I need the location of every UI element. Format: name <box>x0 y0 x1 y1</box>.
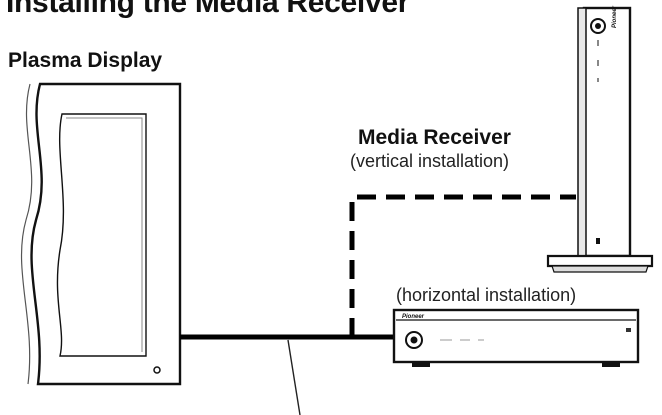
page-title: Installing the Media Receiver <box>6 0 410 19</box>
media-receiver-horizontal: Pioneer <box>392 308 640 367</box>
brand-logo: Pioneer <box>612 5 618 28</box>
power-indicator-icon <box>153 366 161 374</box>
horizontal-installation-caption: (horizontal installation) <box>396 285 577 305</box>
dashed-connection-cable <box>349 194 576 337</box>
cable-pointer-line <box>287 339 301 415</box>
power-button-icon <box>405 331 423 349</box>
brand-logo: Pioneer <box>402 314 425 320</box>
plasma-display-label: Plasma Display <box>8 49 163 72</box>
media-receiver-vertical: Pioneer <box>546 5 654 273</box>
receiver-stand <box>546 254 654 268</box>
media-receiver-label: Media Receiver <box>358 126 511 149</box>
power-button-icon <box>590 18 606 34</box>
vertical-installation-caption: (vertical installation) <box>350 151 510 171</box>
plasma-display <box>20 82 182 386</box>
